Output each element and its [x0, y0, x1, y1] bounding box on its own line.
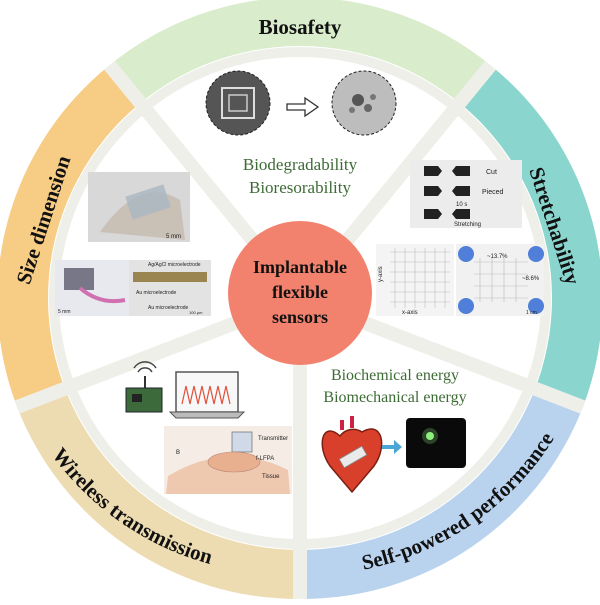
svg-text:1 cm: 1 cm: [526, 310, 537, 316]
svg-text:Transmitter: Transmitter: [258, 436, 288, 442]
size-photos: 5 mm 5 mm Ag/AgCl microelectrode Au micr…: [55, 172, 211, 316]
wifi-icon: [133, 361, 157, 373]
svg-text:5 mm: 5 mm: [58, 309, 71, 315]
svg-text:B: B: [176, 450, 180, 456]
biodegradability-caption: Biodegradability: [243, 155, 358, 174]
biochemical-energy-caption: Biochemical energy: [331, 367, 459, 384]
wireless-illustration: B Transmitter f-LFPA Tissue: [125, 361, 292, 494]
svg-text:10 s: 10 s: [456, 202, 467, 208]
stretch-photos: Cut Pieced 10 s Stretching y-axis x-axis…: [376, 160, 544, 316]
svg-text:~13.7%: ~13.7%: [487, 254, 508, 260]
center-title-line-1: Implantable: [253, 257, 347, 277]
svg-text:5 mm: 5 mm: [166, 234, 181, 240]
laptop-icon: [168, 371, 246, 419]
svg-text:Tissue: Tissue: [262, 474, 280, 480]
biomechanical-energy-caption: Biomechanical energy: [323, 389, 466, 406]
svg-text:x-axis: x-axis: [402, 310, 418, 316]
heart-illustration: [321, 416, 466, 494]
degradation-arrow-icon: [286, 96, 320, 118]
svg-text:f-LFPA: f-LFPA: [256, 456, 274, 462]
center-title-line-2: flexible: [272, 282, 328, 302]
center-circle: [228, 221, 372, 365]
svg-text:~8.6%: ~8.6%: [522, 276, 540, 282]
inner-disk-overlay: [49, 47, 551, 549]
biodegradation-illustration: [205, 70, 397, 136]
svg-text:y-axis: y-axis: [378, 266, 384, 282]
center-title-line-3: sensors: [272, 307, 328, 327]
svg-text:100 μm: 100 μm: [189, 310, 203, 315]
svg-text:Ag/AgCl microelectrode: Ag/AgCl microelectrode: [148, 262, 201, 268]
svg-text:Pieced: Pieced: [482, 189, 504, 196]
bioresorability-caption: Bioresorability: [249, 178, 351, 197]
svg-text:Au microelectrode: Au microelectrode: [148, 305, 189, 311]
arrow-right-icon: [382, 440, 402, 454]
svg-text:Stretching: Stretching: [454, 222, 481, 228]
svg-text:Cut: Cut: [486, 169, 497, 176]
svg-text:Au microelectrode: Au microelectrode: [136, 290, 177, 296]
biosafety-title: Biosafety: [259, 15, 342, 39]
